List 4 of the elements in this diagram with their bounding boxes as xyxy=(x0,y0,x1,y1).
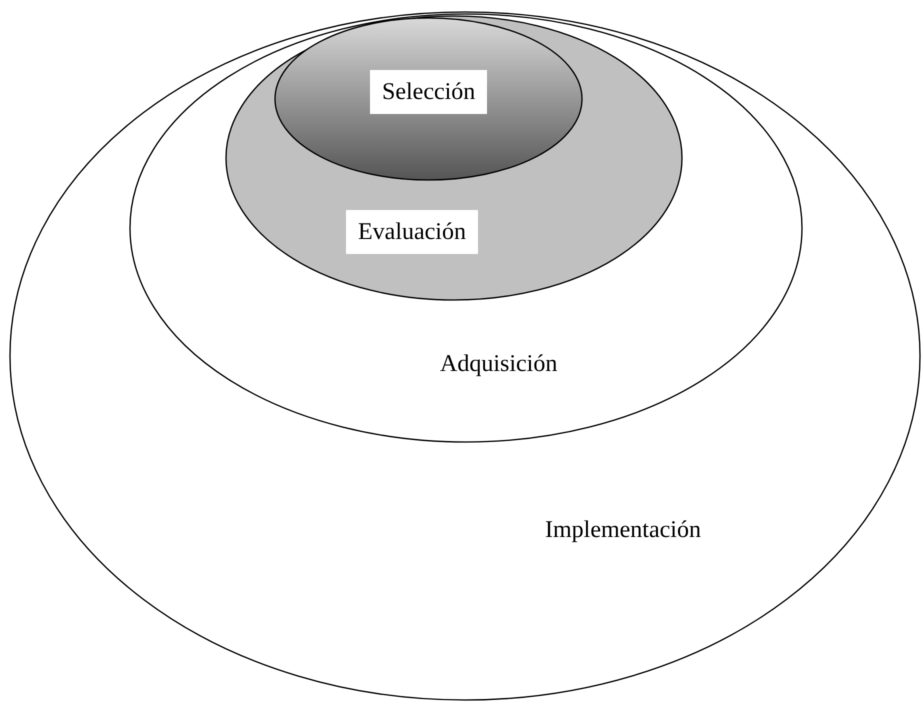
label-box: Evaluación xyxy=(346,210,478,254)
ellipse-label: Adquisición xyxy=(440,352,558,376)
label-box: Selección xyxy=(370,70,488,114)
ellipse-label: Implementación xyxy=(545,518,701,542)
